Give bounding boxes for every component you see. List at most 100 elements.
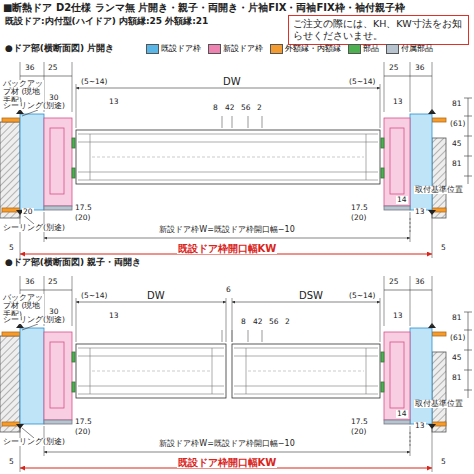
dimension-number: 36 [24, 64, 36, 72]
dimension-number: 81 [451, 314, 463, 322]
dimension-number: (20) [350, 428, 367, 436]
order-note-box: ご注文の際には、KH、KW寸法をお知らせくださいませ。 [288, 15, 469, 45]
dimension-number: シーリング(別途) [2, 316, 66, 324]
leaf-stile [212, 348, 213, 394]
legend-text: 付属部品 [401, 44, 433, 54]
dimension-number: 17.5 [350, 418, 369, 426]
weatherstrip [72, 382, 75, 392]
new-frame-web [390, 342, 404, 408]
opening-width-label: 既設ドア枠開口幅KW [177, 457, 278, 468]
dimension-line [226, 298, 227, 342]
door-leaf [232, 344, 380, 398]
dimension-line [232, 298, 233, 342]
leader-line [22, 110, 38, 116]
dimension-line [384, 62, 385, 112]
dimension-number: 25 [388, 278, 400, 286]
dimension-number: 8 [240, 318, 247, 326]
dimension-number: 20 [22, 208, 34, 216]
dimension-line [468, 98, 469, 184]
dimension-note: 新設ドア枠W=既設ドア枠開口幅−10 [158, 440, 296, 449]
dimension-line [20, 76, 72, 77]
dimension-number: (5~14) [80, 292, 108, 300]
dimension-line [464, 390, 472, 391]
color-legend: 既設ドア枠新設ドア枠外額縁・内額縁部品付属部品 [146, 44, 433, 54]
dimension-line [432, 62, 433, 112]
leaf-core [92, 371, 210, 372]
existing-frame [20, 114, 44, 210]
dimension-number: (61) [449, 120, 466, 128]
dimension-note: 新設ドア枠W=既設ドア枠開口幅−10 [158, 226, 296, 235]
weatherstrip [72, 352, 75, 362]
wall [0, 336, 20, 432]
dimension-line [410, 276, 411, 326]
leaf-layer [78, 172, 378, 173]
dimension-number: 81 [451, 160, 463, 168]
dimension-line [464, 98, 472, 99]
dimension-number: 42 [252, 318, 264, 326]
leaf-layer [78, 386, 224, 387]
new-frame-web [390, 128, 404, 194]
new-frame [384, 332, 410, 420]
legend-swatch [146, 44, 159, 54]
dimension-number: 25 [388, 64, 400, 72]
leaf-layer [78, 356, 224, 357]
dimension-number: 25 [47, 64, 59, 72]
legend-item: 既設ドア枠 [146, 44, 201, 54]
leaf-layer [78, 394, 224, 395]
dimension-number: (20) [350, 214, 367, 222]
dimension-number: 56 [240, 104, 252, 112]
dimension-label: DW [222, 76, 242, 87]
dimension-line [20, 214, 21, 258]
legend-swatch [208, 44, 221, 54]
legend-text: 部品 [363, 44, 379, 54]
new-frame-web [50, 128, 64, 194]
legend-text: 既設ドア枠 [161, 44, 201, 54]
dimension-number: シーリング(別途) [2, 224, 66, 232]
dimension-line [464, 350, 472, 351]
leaf-stile [90, 348, 91, 394]
dimension-line [44, 238, 410, 239]
spec-line: 既設ドア:内付型(ハイドア) 内額縁:25 外額縁:21 [4, 17, 209, 27]
dimension-line [44, 452, 410, 453]
dimension-number: 17.5 [74, 204, 93, 212]
dimension-number: 14 [396, 410, 408, 418]
section-heading: ●ドア部(横断面図) 片開き [4, 44, 115, 54]
dimension-line [432, 428, 433, 472]
dimension-number: 2 [256, 104, 263, 112]
dimension-line [232, 302, 380, 303]
leader-line [22, 428, 34, 438]
dimension-number: 取付基準位置 [414, 186, 464, 194]
legend-swatch [270, 44, 283, 54]
leaf-layer [78, 180, 378, 181]
dimension-number: (5~14) [80, 78, 108, 86]
dimension-number: 45 [451, 354, 463, 362]
dimension-number: (20) [74, 428, 91, 436]
dimension-line [410, 426, 411, 456]
dimension-line [262, 116, 263, 128]
leaf-core [248, 371, 364, 372]
section-heading: ●ドア部(横断面図) 親子・両開き [4, 258, 142, 268]
dimension-number: 13 [414, 422, 426, 430]
legend-text: 外額縁・内額縁 [285, 44, 341, 54]
door-leaf [76, 130, 380, 184]
weatherstrip [381, 352, 384, 362]
dimension-line [432, 276, 433, 326]
dimension-number: 81 [451, 100, 463, 108]
door-cross-section [0, 62, 472, 258]
leader-line [22, 324, 38, 330]
dimension-number: 25 [47, 278, 59, 286]
dimension-number: シーリング(別途) [2, 102, 66, 110]
dimension-number: (61) [449, 334, 466, 342]
dimension-number: 45 [451, 140, 463, 148]
dimension-line [384, 290, 432, 291]
dimension-line [248, 330, 249, 342]
legend-swatch [386, 44, 399, 54]
accessory-cover [44, 420, 72, 424]
dimension-number: 13 [392, 98, 404, 106]
wall [0, 122, 20, 218]
dimension-line [464, 330, 472, 331]
weatherstrip [381, 382, 384, 392]
wall [432, 352, 446, 432]
dimension-line [384, 76, 432, 77]
legend-item: 外額縁・内額縁 [270, 44, 341, 54]
